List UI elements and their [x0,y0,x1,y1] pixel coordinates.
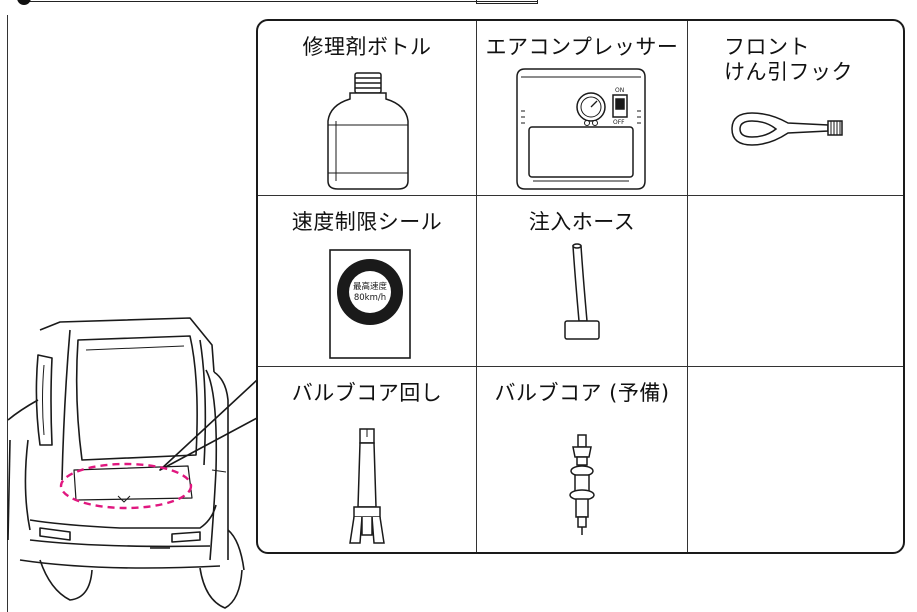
page-frame [7,15,910,612]
speed-limit-sticker-icon: 最高速度 80km/h [329,249,411,359]
item-valve-core-tool: バルブコア回し [258,367,477,552]
item-label: フロント けん引フック [724,35,853,84]
cargo-highlight-ellipse [59,462,193,510]
sticker-text-2: 80km/h [354,293,386,303]
valve-core-tool-icon [349,428,385,544]
header-rule [28,1,538,2]
sticker-text-1: 最高速度 [353,281,388,292]
air-compressor-icon: ON OFF [516,68,646,190]
item-label: エアコンプレッサー [485,35,679,59]
item-label: バルブコア回し [291,381,443,405]
item-injection-hose: 注入ホース [477,196,688,367]
header-box [476,0,538,4]
item-speed-limit-sticker: 速度制限シール 最高速度 80km/h [258,196,477,367]
repair-bottle-icon [327,72,409,190]
item-label: 速度制限シール [291,210,443,234]
empty-cell [688,367,903,552]
switch-on-label: ON [615,87,624,94]
repair-kit-panel: 修理剤ボトル エアコンプレッサー [256,19,905,554]
item-label: バルブコア (予備) [494,381,670,405]
item-label: 注入ホース [528,210,636,234]
tailgate-top [39,317,215,373]
item-repair-bottle: 修理剤ボトル [258,21,477,196]
switch-off-label: OFF [613,119,625,126]
item-tow-hook: フロント けん引フック [688,21,903,196]
injection-hose-icon [564,243,600,340]
section-bullet-icon [17,0,31,5]
item-valve-core-spare: バルブコア (予備) [477,367,688,552]
valve-core-spare-icon [569,434,595,535]
callout-pointer [159,379,258,471]
item-label: 修理剤ボトル [302,35,432,59]
item-air-compressor: エアコンプレッサー [477,21,688,196]
tow-hook-icon [731,112,843,146]
empty-cell [688,196,903,367]
